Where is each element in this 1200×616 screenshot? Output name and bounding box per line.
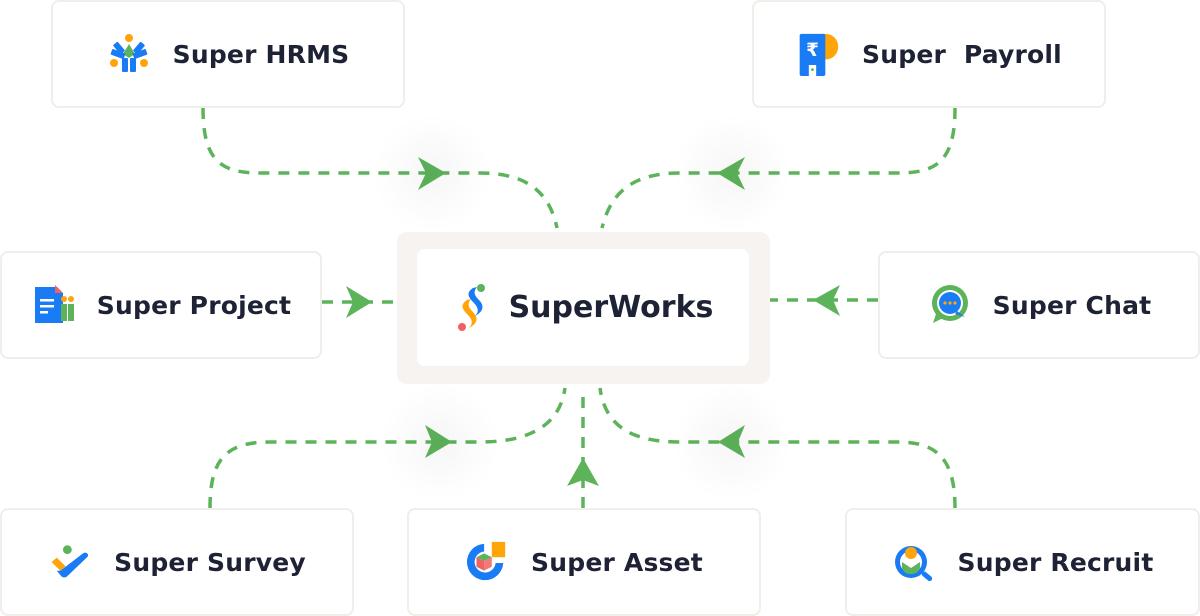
superworks-logo-icon bbox=[457, 283, 485, 331]
node-label: Super Recruit bbox=[957, 547, 1154, 577]
node-super-payroll[interactable]: ₹ Super Payroll bbox=[752, 0, 1106, 108]
node-super-chat[interactable]: Super Chat bbox=[878, 251, 1200, 359]
asset-box-icon bbox=[466, 541, 506, 581]
node-label: Super HRMS bbox=[172, 39, 350, 69]
arrowhead-payroll bbox=[717, 157, 745, 190]
survey-check-icon bbox=[51, 545, 89, 578]
arrowhead-recruit bbox=[718, 425, 745, 458]
arrowhead-chat bbox=[813, 285, 840, 316]
arrowhead-project bbox=[346, 286, 372, 318]
node-super-project[interactable]: Super Project bbox=[0, 251, 322, 359]
connector-payroll bbox=[600, 107, 957, 229]
superworks-hub-card: SuperWorks bbox=[417, 249, 749, 366]
node-label: Super Asset bbox=[531, 547, 703, 577]
recruit-search-icon bbox=[894, 546, 932, 582]
arrowhead-hrms bbox=[418, 157, 446, 190]
node-label: Super Survey bbox=[114, 547, 306, 577]
connector-hrms bbox=[201, 107, 559, 229]
node-label: Super Project bbox=[96, 290, 292, 320]
node-label: Super Payroll bbox=[862, 39, 1062, 69]
project-document-icon bbox=[34, 285, 74, 323]
connector-survey bbox=[208, 387, 567, 509]
arrowhead-survey bbox=[425, 425, 452, 458]
connector-recruit bbox=[598, 387, 957, 509]
node-super-asset[interactable]: Super Asset bbox=[407, 508, 761, 616]
node-super-survey[interactable]: Super Survey bbox=[0, 508, 354, 616]
arrowhead-asset bbox=[567, 458, 599, 486]
hrms-people-icon bbox=[109, 34, 148, 72]
node-label: Super Chat bbox=[992, 290, 1152, 320]
payroll-rupee-icon: ₹ bbox=[799, 33, 839, 76]
hub-label: SuperWorks bbox=[508, 290, 714, 325]
chat-bubble-icon bbox=[931, 285, 968, 323]
node-super-hrms[interactable]: Super HRMS bbox=[51, 0, 405, 108]
node-super-recruit[interactable]: Super Recruit bbox=[845, 508, 1200, 616]
superworks-hub[interactable]: SuperWorks bbox=[397, 232, 770, 384]
svg-text:₹: ₹ bbox=[806, 40, 819, 61]
